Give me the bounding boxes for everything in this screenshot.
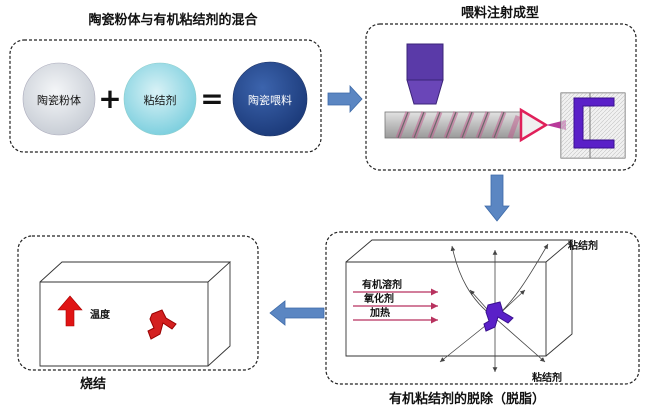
agent-label-heating: 加热: [369, 306, 390, 319]
ceramic-powder-circle: [22, 62, 96, 136]
sintered-part: [147, 309, 177, 340]
screw-barrel: [384, 111, 522, 139]
feedstock-label: 陶瓷喂料: [248, 93, 292, 107]
mixing-panel: [9, 39, 322, 153]
feedstock-circle: [232, 61, 308, 137]
binder-label-top: 粘结剂: [568, 239, 598, 252]
temperature-up-arrow: [57, 295, 83, 327]
debinding-part: [483, 301, 514, 332]
binder-label: 粘结剂: [144, 93, 177, 107]
agent-label-oxidizer: 氧化剂: [363, 292, 394, 305]
sintering-title: 烧结: [80, 376, 106, 392]
ceramic-powder-label: 陶瓷粉体: [37, 93, 81, 107]
nozzle: [519, 107, 549, 143]
hopper: [406, 43, 444, 105]
plus-sign: +: [98, 82, 121, 115]
injection-panel: [365, 23, 637, 171]
mixing-title: 陶瓷粉体与有机粘结剂的混合: [88, 12, 258, 28]
injection-title: 喂料注射成型: [461, 5, 539, 21]
arrow-debinding-to-sintering: [269, 300, 325, 326]
mold: [560, 92, 626, 159]
debinding-title: 有机粘结剂的脱除（脱脂）: [389, 391, 545, 407]
equals-sign: =: [200, 82, 223, 115]
agent-label-solvent: 有机溶剂: [362, 278, 402, 291]
sintering-furnace-box: [39, 261, 232, 367]
temperature-label: 温度: [90, 308, 111, 321]
arrow-injection-to-debinding: [484, 174, 510, 222]
agent-arrows: [353, 288, 438, 324]
debinding-panel: [325, 231, 640, 385]
binder-circle: [123, 62, 197, 136]
arrow-mix-to-injection: [327, 84, 363, 114]
debinding-part-box: [345, 239, 574, 357]
sintering-panel: [17, 235, 259, 371]
binder-label-bottom: 粘结剂: [532, 371, 562, 384]
